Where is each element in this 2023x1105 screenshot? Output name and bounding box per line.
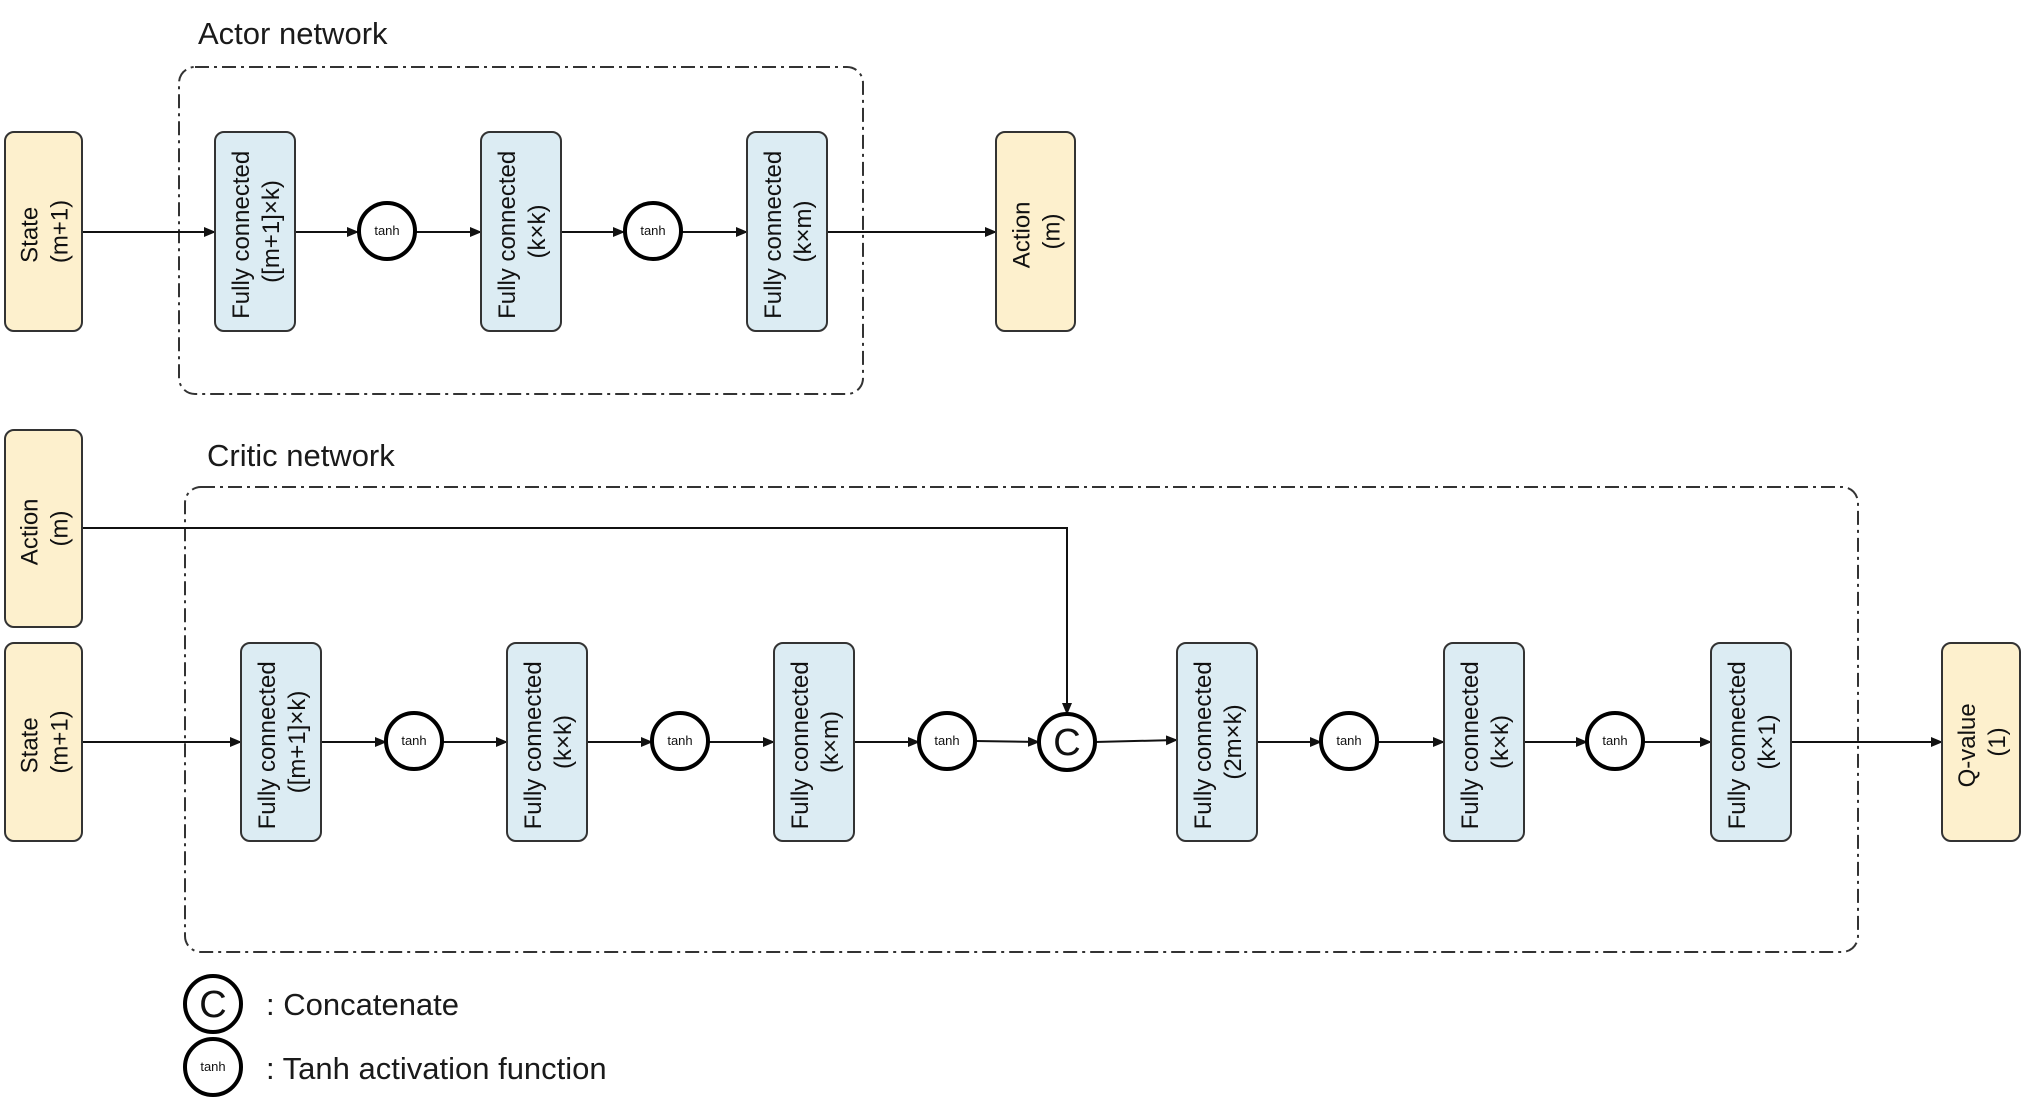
qvalue-label: Q-value bbox=[1954, 703, 1981, 787]
critic-action-dim: (m) bbox=[47, 511, 74, 547]
actor-fc-2-dim: (k×k) bbox=[524, 205, 551, 259]
legend-concatenate: C : Concatenate bbox=[183, 974, 459, 1034]
actor-action-output: Action (m) bbox=[995, 131, 1076, 332]
actor-tanh-1: tanh bbox=[357, 201, 417, 261]
svg-text:Fully connected ([m+1]×k: Fully connected ([m+1]×k) bbox=[228, 144, 285, 319]
critic-network-frame bbox=[184, 486, 1859, 953]
svg-text:Action (m): Action (m) bbox=[17, 492, 74, 565]
actor-state-dim: (m+1) bbox=[47, 200, 74, 263]
actor-fc-layer-3: Fully connected (k×m) bbox=[746, 131, 828, 332]
actor-fc-layer-2: Fully connected (k×k) bbox=[480, 131, 562, 332]
svg-text:Fully connected (2m×k): Fully connected (2m×k) bbox=[1190, 655, 1247, 830]
critic-fc-2-label: Fully connected bbox=[520, 661, 547, 829]
svg-text:Q-value (1): Q-value (1) bbox=[1954, 697, 2011, 788]
actor-state-input: State (m+1) bbox=[4, 131, 83, 332]
critic-fc-4-dim: (2m×k) bbox=[1220, 704, 1247, 779]
critic-tanh-2-label: tanh bbox=[667, 733, 692, 748]
actor-network-frame bbox=[178, 66, 864, 395]
critic-tanh-4: tanh bbox=[1319, 711, 1379, 771]
svg-text:Fully connected (k×m): Fully connected (k×m) bbox=[787, 655, 844, 830]
critic-fc-layer-3: Fully connected (k×m) bbox=[773, 642, 855, 842]
legend-concatenate-label: : Concatenate bbox=[266, 987, 459, 1022]
critic-tanh-5-label: tanh bbox=[1602, 733, 1627, 748]
critic-tanh-3-label: tanh bbox=[934, 733, 959, 748]
critic-tanh-2: tanh bbox=[650, 711, 710, 771]
critic-qvalue-output: Q-value (1) bbox=[1941, 642, 2021, 842]
qvalue-dim: (1) bbox=[1984, 727, 2011, 756]
critic-fc-1-dim: ([m+1]×k) bbox=[284, 691, 311, 794]
critic-tanh-1-label: tanh bbox=[401, 733, 426, 748]
svg-text:Fully connected (k×k): Fully connected (k×k) bbox=[494, 144, 551, 319]
legend-tanh: tanh : Tanh activation function bbox=[183, 1037, 607, 1097]
critic-fc-layer-6: Fully connected (k×1) bbox=[1710, 642, 1792, 842]
svg-text:Fully connected (k×1): Fully connected (k×1) bbox=[1724, 655, 1781, 830]
critic-network-title: Critic network bbox=[207, 438, 395, 473]
svg-text:State (m+1): State (m+1) bbox=[17, 200, 74, 263]
actor-fc-1-dim: ([m+1]×k) bbox=[258, 180, 285, 283]
critic-state-label: State bbox=[17, 717, 44, 773]
actor-tanh-2-label: tanh bbox=[640, 223, 665, 238]
concatenate-symbol: C bbox=[1053, 722, 1080, 764]
svg-text:Fully connected (k×k): Fully connected (k×k) bbox=[1457, 655, 1514, 830]
critic-connectors bbox=[82, 527, 1943, 747]
critic-fc-5-label: Fully connected bbox=[1457, 661, 1484, 829]
critic-fc-1-label: Fully connected bbox=[254, 661, 281, 829]
critic-tanh-1: tanh bbox=[384, 711, 444, 771]
critic-state-input: State (m+1) bbox=[4, 642, 83, 842]
critic-fc-6-dim: (k×1) bbox=[1754, 714, 1781, 769]
concatenate-node: C bbox=[1037, 712, 1097, 772]
critic-tanh-4-label: tanh bbox=[1336, 733, 1361, 748]
critic-fc-layer-4: Fully connected (2m×k) bbox=[1176, 642, 1258, 842]
critic-fc-4-label: Fully connected bbox=[1190, 661, 1217, 829]
critic-state-dim: (m+1) bbox=[47, 710, 74, 773]
critic-fc-layer-5: Fully connected (k×k) bbox=[1443, 642, 1525, 842]
critic-fc-2-dim: (k×k) bbox=[550, 715, 577, 769]
actor-tanh-2: tanh bbox=[623, 201, 683, 261]
critic-tanh-3: tanh bbox=[917, 711, 977, 771]
svg-text:Fully connected ([m+1]×k: Fully connected ([m+1]×k) bbox=[254, 655, 311, 830]
critic-fc-layer-1: Fully connected ([m+1]×k) bbox=[240, 642, 322, 842]
critic-fc-3-dim: (k×m) bbox=[817, 711, 844, 773]
actor-action-dim: (m) bbox=[1039, 214, 1066, 250]
critic-fc-3-label: Fully connected bbox=[787, 661, 814, 829]
actor-tanh-1-label: tanh bbox=[374, 223, 399, 238]
actor-fc-3-dim: (k×m) bbox=[790, 201, 817, 263]
critic-fc-5-dim: (k×k) bbox=[1487, 715, 1514, 769]
legend-concatenate-symbol: C bbox=[199, 984, 226, 1026]
svg-text:Fully connected (k×m): Fully connected (k×m) bbox=[760, 144, 817, 319]
legend-tanh-label: : Tanh activation function bbox=[266, 1051, 607, 1086]
svg-text:State (m+1): State (m+1) bbox=[17, 710, 74, 773]
svg-text:Action (m): Action (m) bbox=[1009, 195, 1066, 268]
critic-action-input: Action (m) bbox=[4, 429, 83, 628]
actor-action-label: Action bbox=[1009, 201, 1036, 268]
legend-tanh-symbol: tanh bbox=[200, 1059, 225, 1074]
actor-fc-3-label: Fully connected bbox=[760, 151, 787, 319]
actor-fc-layer-1: Fully connected ([m+1]×k) bbox=[214, 131, 296, 332]
actor-network-title: Actor network bbox=[198, 16, 388, 51]
svg-text:Fully connected (k×k): Fully connected (k×k) bbox=[520, 655, 577, 830]
legend: C : Concatenate tanh : Tanh activation f… bbox=[183, 974, 607, 1097]
critic-action-label: Action bbox=[17, 498, 44, 565]
critic-fc-layer-2: Fully connected (k×k) bbox=[506, 642, 588, 842]
critic-tanh-5: tanh bbox=[1585, 711, 1645, 771]
actor-state-label: State bbox=[17, 207, 44, 263]
critic-fc-6-label: Fully connected bbox=[1724, 661, 1751, 829]
actor-fc-2-label: Fully connected bbox=[494, 151, 521, 319]
actor-fc-1-label: Fully connected bbox=[228, 151, 255, 319]
